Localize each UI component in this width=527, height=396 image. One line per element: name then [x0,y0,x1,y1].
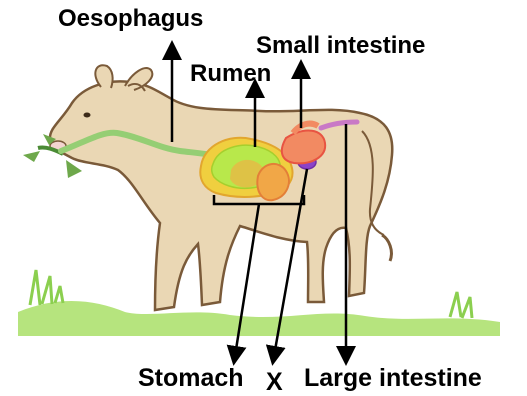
large-intestine-label: Large intestine [304,366,482,391]
small-intestine-loop [282,131,325,164]
rumen-label: Rumen [190,62,271,86]
oesophagus-label: Oesophagus [58,7,203,31]
x-label: X [266,370,283,395]
grass-ground [18,270,500,336]
small-intestine-label: Small intestine [256,34,425,58]
stomach-label: Stomach [138,366,244,391]
